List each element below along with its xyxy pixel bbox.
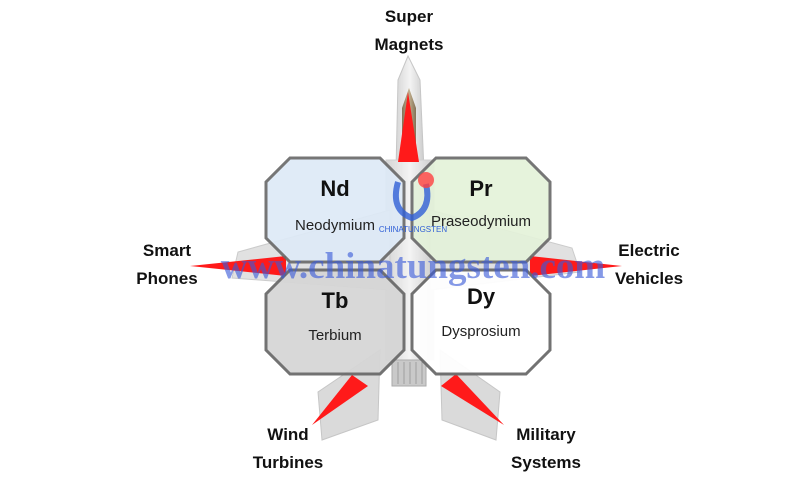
element-card-pr: Pr Praseodymium <box>410 156 552 264</box>
label-electric-vehicles: Electric Vehicles <box>615 241 683 288</box>
arrow-super-magnets <box>398 92 419 162</box>
element-name: Terbium <box>308 327 361 344</box>
label-line: Systems <box>511 453 581 472</box>
label-military-systems: Military Systems <box>511 425 581 472</box>
label-line: Smart <box>143 241 192 260</box>
label-smart-phones: Smart Phones <box>136 241 197 288</box>
arrow-electric-vehicles <box>530 256 622 276</box>
label-wind-turbines: Wind Turbines <box>253 425 324 472</box>
label-super-magnets: Super Magnets <box>375 7 444 54</box>
label-line: Wind <box>267 425 308 444</box>
label-line: Military <box>516 425 576 444</box>
element-symbol: Dy <box>467 284 496 309</box>
element-card-nd: Nd Neodymium <box>264 156 406 264</box>
label-line: Vehicles <box>615 269 683 288</box>
element-symbol: Nd <box>320 176 349 201</box>
arrow-military-systems <box>441 374 504 425</box>
element-name: Praseodymium <box>431 213 531 230</box>
label-line: Super <box>385 7 434 26</box>
element-symbol: Tb <box>322 288 349 313</box>
element-name: Neodymium <box>295 217 375 234</box>
element-card-dy: Dy Dysprosium <box>410 268 552 376</box>
watermark-logo: CHINATUNGSTEN <box>379 172 448 234</box>
label-line: Phones <box>136 269 197 288</box>
arrow-smart-phones <box>190 256 286 276</box>
label-line: Electric <box>618 241 679 260</box>
label-line: Magnets <box>375 35 444 54</box>
element-card-tb: Tb Terbium <box>264 268 406 376</box>
watermark-text: www.chinatungsten.com <box>221 246 606 287</box>
arrow-wind-turbines <box>312 375 368 425</box>
element-symbol: Pr <box>469 176 493 201</box>
application-arrows <box>190 92 622 425</box>
label-line: Turbines <box>253 453 324 472</box>
element-name: Dysprosium <box>441 323 520 340</box>
watermark-logo-text: CHINATUNGSTEN <box>379 225 448 234</box>
